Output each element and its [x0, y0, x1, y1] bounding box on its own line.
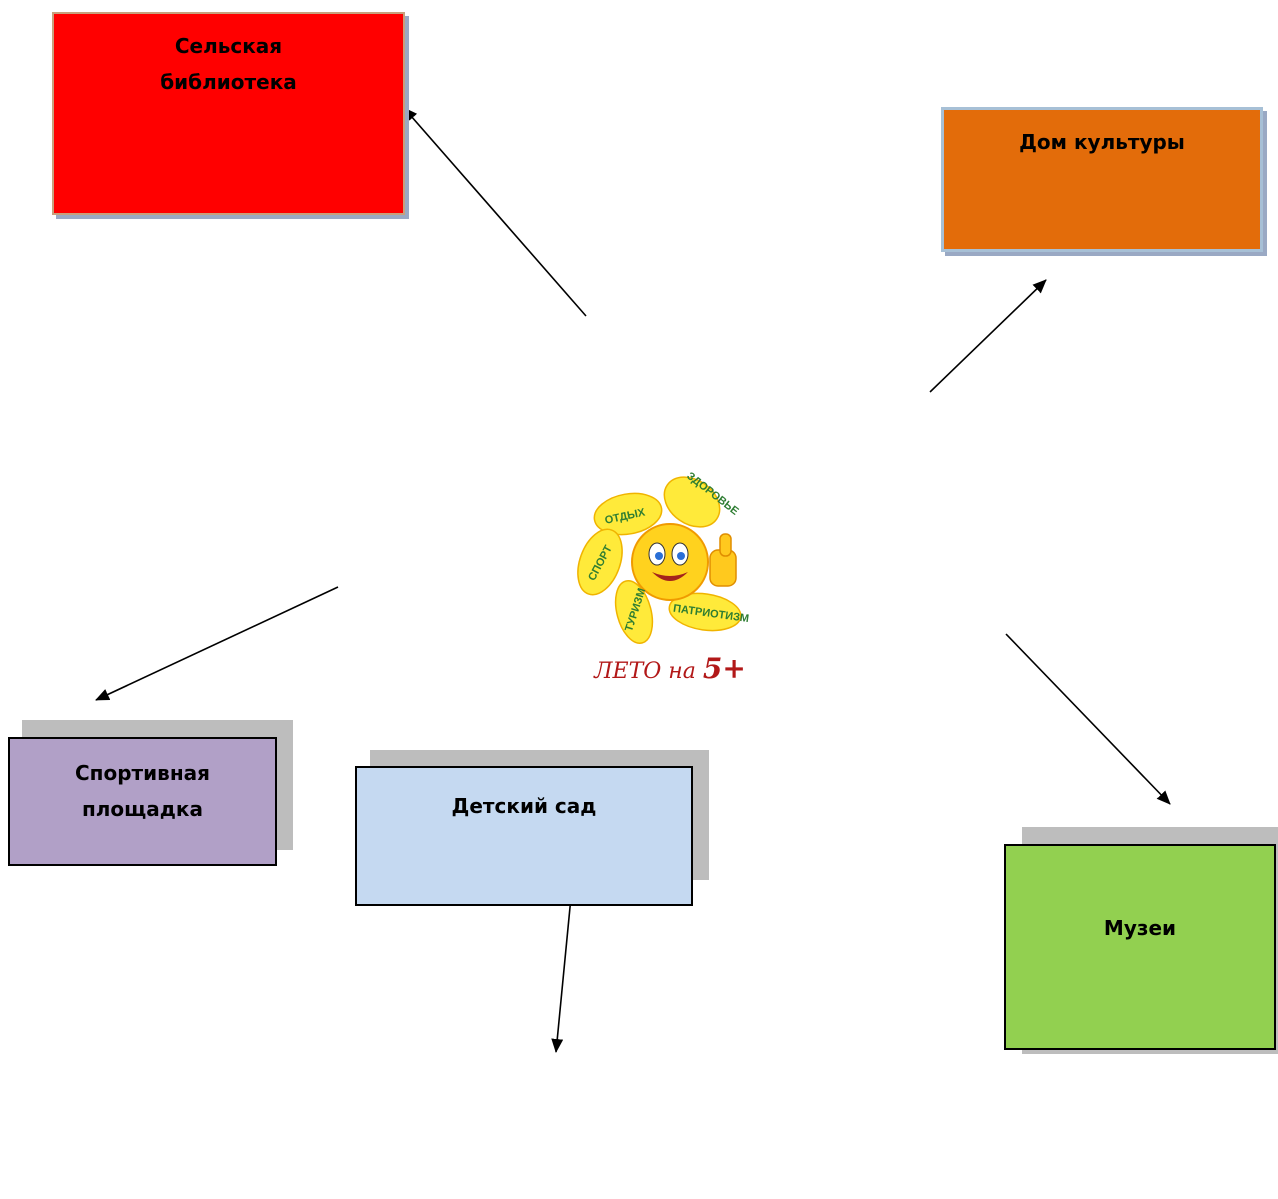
arrow-to-culture: [929, 279, 1047, 393]
node-museums-label: Музеи: [1103, 916, 1177, 940]
logo-caption: ЛЕТО на 5+: [560, 652, 780, 685]
logo-caption-text: ЛЕТО на: [594, 659, 703, 684]
node-museums: Музеи: [1004, 844, 1276, 1050]
arrow-to-library: [403, 107, 587, 317]
arrow-to-museum: [1005, 633, 1171, 805]
summer-logo: ЗДОРОВЬЕ ОТДЫХ СПОРТ ТУРИЗМ ПАТРИОТИЗМ Л…: [560, 462, 780, 685]
arrow-to-sport: [95, 586, 339, 701]
sun-mascot-icon: ЗДОРОВЬЕ ОТДЫХ СПОРТ ТУРИЗМ ПАТРИОТИЗМ: [577, 470, 750, 644]
node-sports-ground-label: Спортивная площадка: [75, 761, 210, 821]
node-culture-house: Дом культуры: [941, 107, 1263, 252]
node-sports-ground: Спортивная площадка: [8, 737, 277, 866]
node-kindergarten: Детский сад: [355, 766, 693, 906]
node-library: Сельская библиотека: [52, 12, 405, 215]
logo-caption-number: 5+: [702, 652, 746, 685]
node-kindergarten-label: Детский сад: [451, 794, 597, 818]
node-culture-house-label: Дом культуры: [1019, 130, 1185, 154]
node-library-label: Сельская библиотека: [160, 34, 297, 94]
